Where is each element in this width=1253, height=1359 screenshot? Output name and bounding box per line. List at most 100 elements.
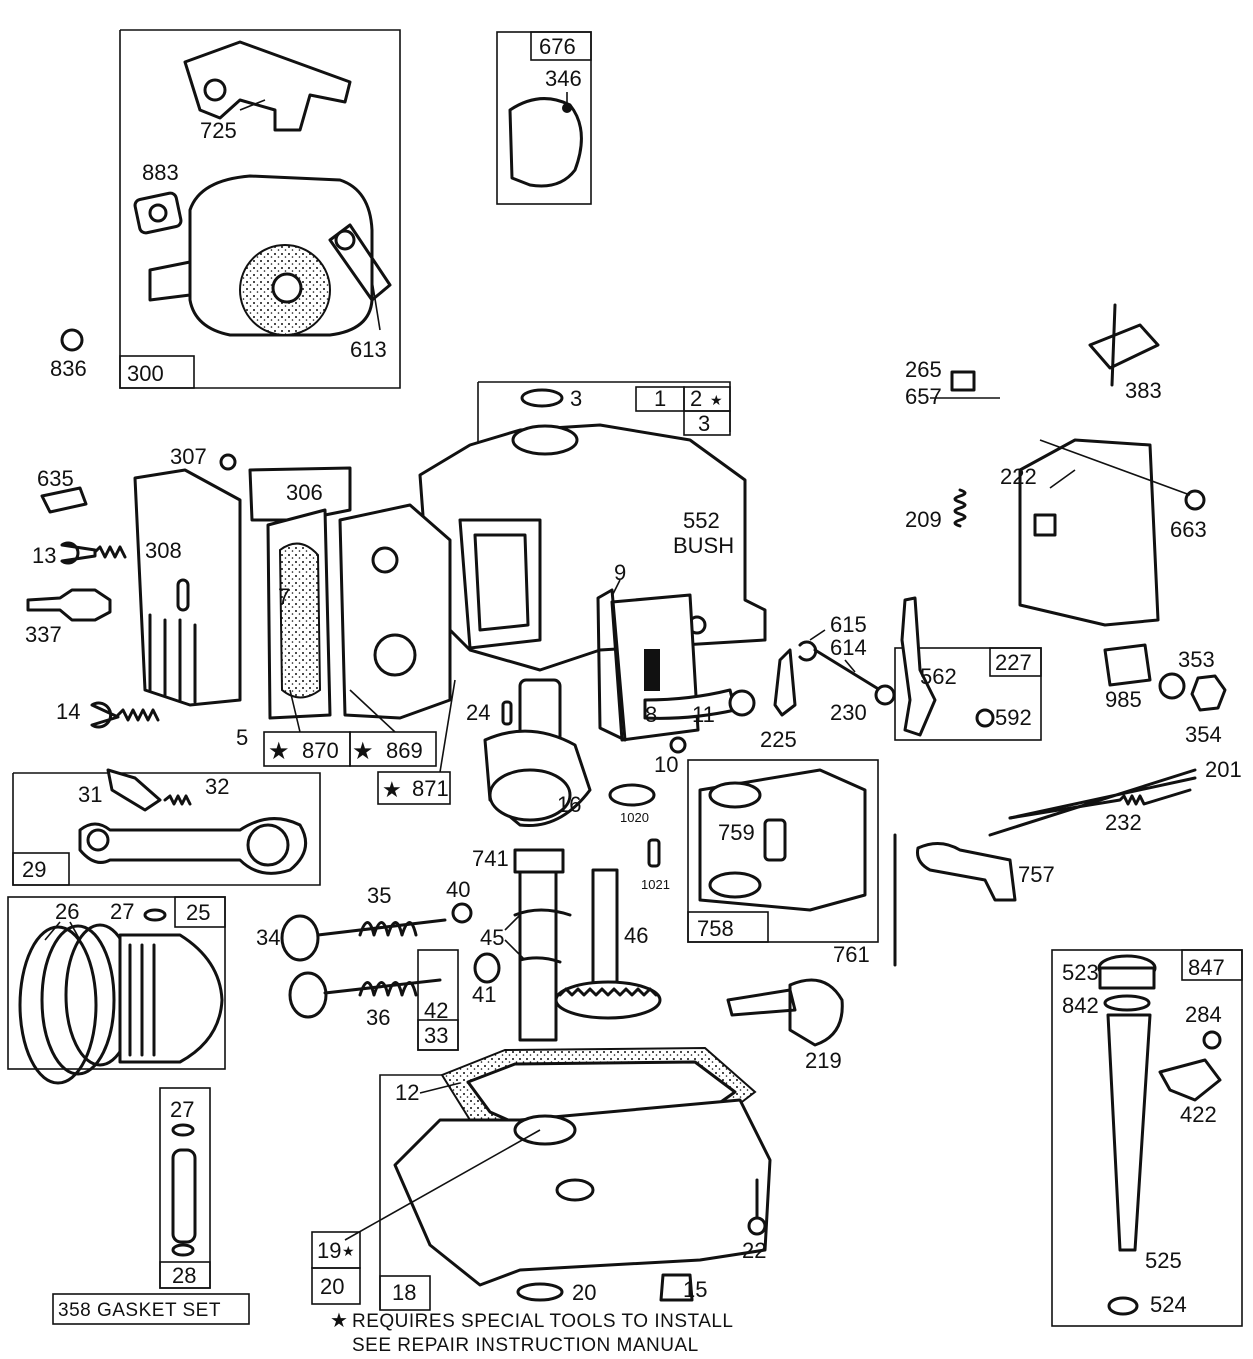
cam-cover-boss-top [708, 781, 762, 809]
nut-592 [975, 708, 995, 728]
control-plate-222 [1018, 438, 1160, 627]
label-45: 45 [480, 925, 504, 950]
breather-plate [508, 97, 583, 188]
frame-muffler-300 [119, 29, 401, 389]
leader-9 [611, 579, 621, 597]
muffler-flange [148, 260, 192, 302]
label-22: 22 [742, 1238, 766, 1263]
label-985: 985 [1105, 687, 1142, 712]
valve-stem-36 [323, 978, 442, 995]
label-422: 422 [1180, 1102, 1217, 1127]
rocker-757 [916, 842, 1017, 902]
dipstick-cap-knurl [1098, 966, 1156, 990]
spark-plug-337 [26, 588, 112, 622]
label-614: 614 [830, 635, 867, 660]
valve-head-36 [288, 971, 328, 1019]
cam-gear-teeth [558, 987, 658, 997]
frame-rod-29 [12, 772, 321, 886]
label-613: 613 [350, 337, 387, 362]
group-frames [7, 29, 1243, 1327]
frame-label-300 [119, 355, 195, 389]
label-725: 725 [200, 118, 237, 143]
head-port-upper [371, 546, 399, 574]
label-227: 227 [995, 650, 1032, 675]
label-42: 42 [424, 998, 448, 1023]
label-27-piston: 27 [110, 899, 134, 924]
footnote-line-2: SEE REPAIR INSTRUCTION MANUAL [352, 1335, 699, 1356]
seal-3 [520, 388, 564, 408]
frame-gasket-871 [377, 771, 451, 805]
leader-12 [419, 1082, 461, 1094]
sump-bearing [513, 1114, 577, 1146]
spring-14 [116, 708, 160, 722]
rod-small-end [86, 828, 110, 852]
label-46: 46 [624, 923, 648, 948]
label-657: 657 [905, 384, 942, 409]
label-562: 562 [920, 664, 957, 689]
breather-slot [644, 649, 660, 691]
sump-group-18 [393, 1046, 772, 1302]
plug-13 [60, 541, 97, 565]
label-27-seal: 27 [170, 1097, 194, 1122]
muffler-gasket-hole [148, 203, 168, 223]
label-18: 18 [392, 1280, 416, 1305]
bracket-985 [1103, 643, 1152, 687]
label-615: 615 [830, 612, 867, 637]
clip-615 [798, 640, 818, 662]
star-icon-19: ★ [342, 1243, 355, 1259]
label-300: 300 [127, 361, 164, 386]
seal-tube [171, 1148, 197, 1244]
frame-label-227 [989, 647, 1042, 677]
governor-crank-225 [773, 648, 797, 717]
connecting-rod-29 [78, 768, 308, 875]
part-labels: 300 725 883 613 836 676 346 265 657 383 … [22, 34, 1242, 1321]
star-icon-869: ★ [352, 738, 374, 765]
label-31: 31 [78, 782, 102, 807]
spring-13 [93, 545, 127, 559]
frame-dipstick-847 [1051, 949, 1243, 1327]
fuel-filter-383 [1088, 323, 1160, 370]
piston-ring-1 [18, 925, 98, 1085]
breather-tube-307 [219, 453, 237, 471]
label-20-seal: 20 [572, 1280, 596, 1305]
frame-label-28 [159, 1261, 211, 1289]
clip-265 [950, 370, 976, 392]
muffler-outlet [271, 272, 303, 304]
frame-label-29 [12, 852, 70, 886]
cam-cover-sleeve [763, 818, 787, 862]
label-11: 11 [692, 702, 715, 727]
tube-end [728, 689, 756, 717]
valve-spring-35 [358, 921, 418, 937]
crank-counterweight [488, 768, 572, 822]
label-836: 836 [50, 356, 87, 381]
breather-screw-346 [562, 103, 572, 113]
cylinder-head-group [26, 453, 452, 729]
label-5: 5 [236, 725, 248, 750]
label-36: 36 [366, 1005, 390, 1030]
label-13: 13 [32, 543, 56, 568]
crank-lower-shaft [518, 858, 558, 1042]
label-635: 635 [37, 466, 74, 491]
screw-14 [90, 701, 120, 729]
rod-big-end [246, 823, 290, 867]
label-525: 525 [1145, 1248, 1182, 1273]
leader-19 [344, 1129, 541, 1241]
muffler-assembly [60, 40, 392, 352]
governor-gear-219 [788, 978, 844, 1047]
leader-869 [349, 689, 396, 733]
breather-and-tube [501, 588, 756, 754]
label-32: 32 [205, 774, 229, 799]
leader-45a [504, 914, 521, 931]
label-232: 232 [1105, 810, 1142, 835]
label-209: 209 [905, 507, 942, 532]
valve-stem-34 [316, 918, 447, 937]
star-icon-871: ★ [382, 777, 402, 802]
leader-613 [371, 279, 381, 331]
muffler-guard-725 [183, 40, 352, 132]
label-34: 34 [256, 925, 280, 950]
valve-group [280, 902, 501, 1019]
label-758: 758 [697, 916, 734, 941]
block-port [473, 533, 530, 632]
breather-gasket-9 [596, 588, 627, 742]
